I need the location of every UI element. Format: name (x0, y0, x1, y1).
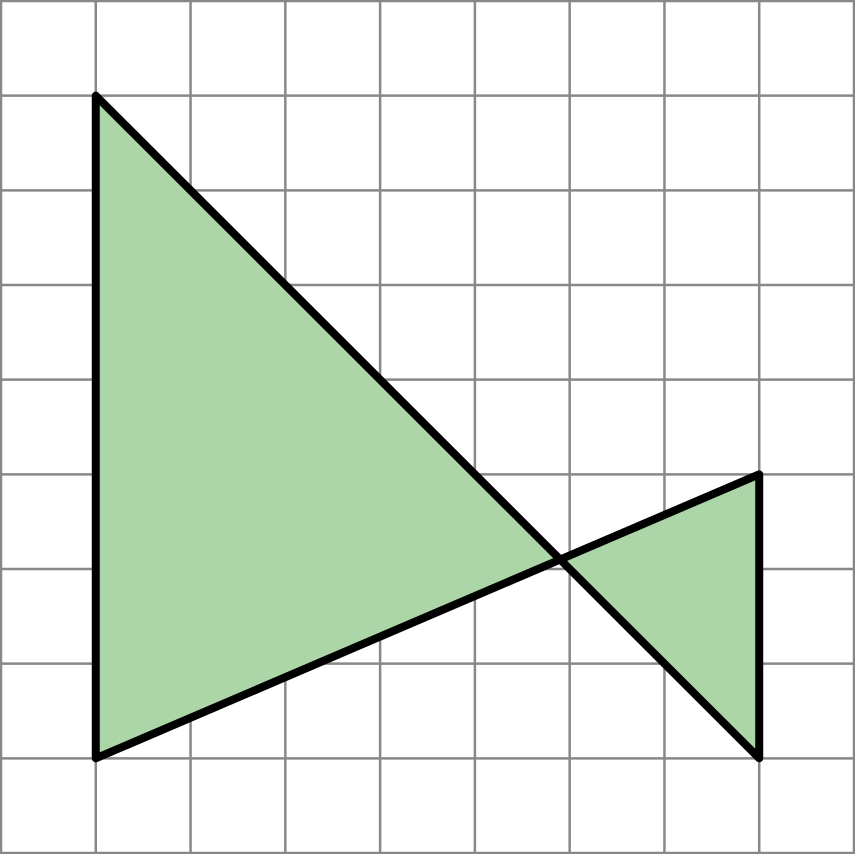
parallelogram-shape (91, 91, 764, 763)
